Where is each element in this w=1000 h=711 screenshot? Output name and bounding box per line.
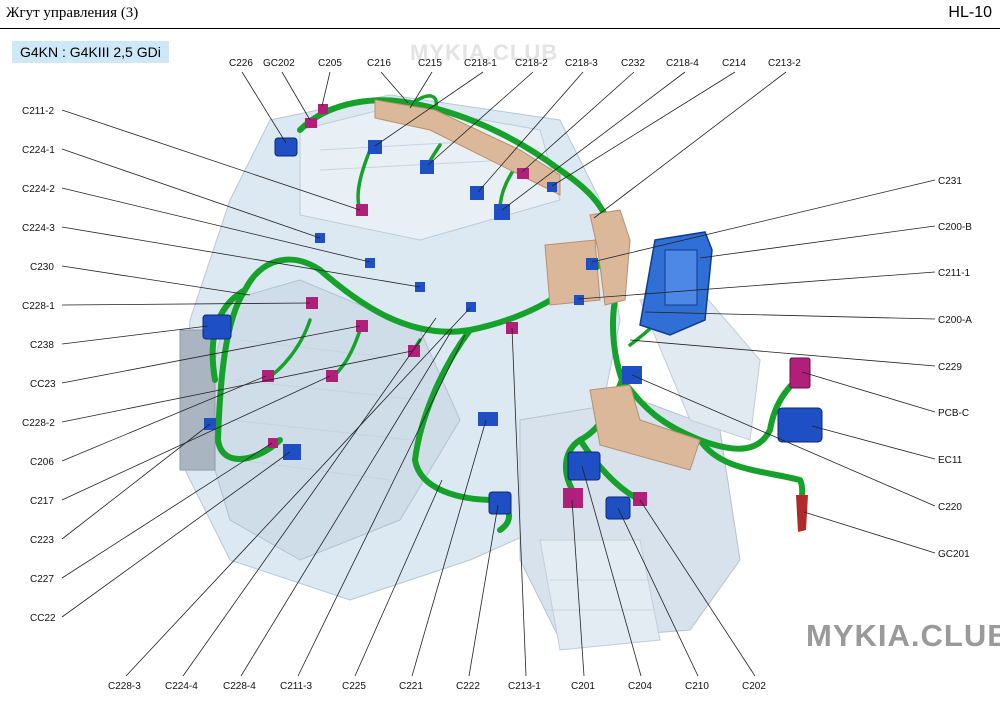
label-bottom: C211-3 bbox=[280, 681, 312, 692]
label-left: C227 bbox=[30, 574, 54, 585]
label-right: C200-B bbox=[938, 222, 972, 233]
label-bottom: C224-4 bbox=[165, 681, 198, 692]
watermark-top: MYKIA.CLUB bbox=[410, 40, 559, 65]
label-right: GC201 bbox=[938, 549, 970, 560]
label-bottom: C204 bbox=[628, 681, 652, 692]
label-right: EC11 bbox=[938, 455, 963, 466]
watermark-bottom: MYKIA.CLUB bbox=[806, 618, 1000, 653]
label-bottom: C228-3 bbox=[108, 681, 141, 692]
label-left: CC22 bbox=[30, 613, 56, 624]
label-top: C232 bbox=[621, 58, 645, 69]
label-top: C215 bbox=[418, 58, 442, 69]
label-left: C206 bbox=[30, 457, 54, 468]
label-top: C216 bbox=[367, 58, 391, 69]
label-top: GC202 bbox=[263, 58, 295, 69]
label-left: C224-2 bbox=[22, 184, 55, 195]
label-left: C224-1 bbox=[22, 145, 55, 156]
engine-badge: G4KN : G4KIII 2,5 GDi bbox=[12, 41, 169, 63]
label-left: C223 bbox=[30, 535, 54, 546]
harness-tape bbox=[374, 99, 701, 471]
label-top: C218-2 bbox=[515, 58, 548, 69]
label-top: C218-4 bbox=[666, 58, 699, 69]
page-code: HL-10 bbox=[948, 4, 992, 21]
label-bottom: C221 bbox=[399, 681, 423, 692]
label-left: C217 bbox=[30, 496, 54, 507]
label-bottom: C210 bbox=[685, 681, 709, 692]
label-right: C229 bbox=[938, 362, 962, 373]
label-right: C211-1 bbox=[938, 268, 970, 279]
label-bottom: C202 bbox=[742, 681, 766, 692]
label-left: C211-2 bbox=[22, 106, 54, 117]
label-top: C226 bbox=[229, 58, 253, 69]
label-top: C214 bbox=[722, 58, 746, 69]
label-top: C218-1 bbox=[464, 58, 497, 69]
label-left: C224-3 bbox=[22, 223, 55, 234]
label-top: C218-3 bbox=[565, 58, 598, 69]
page-title: Жгут управления (3) bbox=[6, 5, 139, 21]
label-bottom: C228-4 bbox=[223, 681, 256, 692]
label-left: C228-1 bbox=[22, 301, 55, 312]
labels-top: C226 GC202 C205 C216 C215 C218-1 C218-2 … bbox=[229, 58, 801, 69]
labels-bottom: C228-3 C224-4 C228-4 C211-3 C225 C221 C2… bbox=[108, 681, 766, 692]
label-right: C220 bbox=[938, 502, 962, 513]
label-bottom: C225 bbox=[342, 681, 366, 692]
leader-lines bbox=[61, 71, 936, 677]
label-left: CC23 bbox=[30, 379, 56, 390]
label-left: C238 bbox=[30, 340, 54, 351]
labels-right: C231 C200-B C211-1 C200-A C229 PCB-C EC1… bbox=[938, 176, 972, 560]
label-left: C230 bbox=[30, 262, 54, 273]
label-bottom: C201 bbox=[571, 681, 595, 692]
label-right: PCB-C bbox=[938, 408, 969, 419]
page-header: Жгут управления (3) HL-10 bbox=[0, 0, 1000, 29]
label-right: C231 bbox=[938, 176, 962, 187]
labels-left: C211-2 C224-1 C224-2 C224-3 C230 C228-1 … bbox=[22, 106, 56, 624]
label-top: C213-2 bbox=[768, 58, 801, 69]
label-right: C200-A bbox=[938, 315, 972, 326]
label-left: C228-2 bbox=[22, 418, 55, 429]
ecu-module bbox=[639, 231, 713, 336]
label-bottom: C222 bbox=[456, 681, 480, 692]
label-bottom: C213-1 bbox=[508, 681, 541, 692]
label-top: C205 bbox=[318, 58, 342, 69]
